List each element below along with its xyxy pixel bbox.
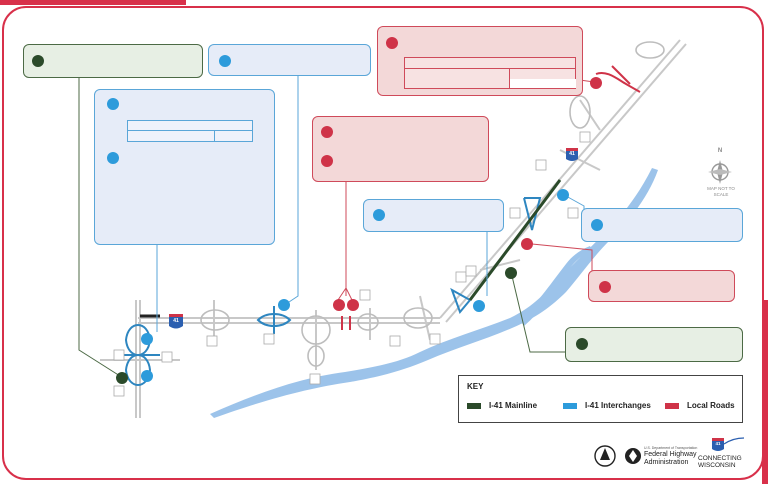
cw-shield-label: 41 <box>715 441 721 446</box>
connecting-wisconsin-shield-icon <box>712 437 745 451</box>
map-frame <box>2 6 764 480</box>
scale-note: MAP NOT TO SCALE <box>707 186 735 197</box>
mainline-marker <box>32 55 44 67</box>
right-accent-bar <box>762 300 768 484</box>
interchange-map-marker[interactable] <box>278 299 290 311</box>
interchange-map-marker[interactable] <box>557 189 569 201</box>
local-road-ticks <box>341 316 351 330</box>
local-road-map-marker[interactable] <box>347 299 359 311</box>
local-road-marker <box>321 126 333 138</box>
i41-mainline-segment <box>468 179 562 301</box>
compass-icon <box>708 160 732 184</box>
callout-interchange-c <box>363 199 504 232</box>
dot-small-text: U.S. Department of Transportation <box>644 446 698 450</box>
route-markers <box>113 131 591 397</box>
callout-mainline-east <box>565 327 743 362</box>
fhwa-line-2: Administration <box>644 459 689 466</box>
callout-mainline-west <box>23 44 203 78</box>
legend-swatch-local-roads <box>665 403 679 409</box>
callout-interchange-a <box>208 44 371 76</box>
info-table <box>404 57 576 89</box>
mainline-map-marker[interactable] <box>116 372 128 384</box>
shield-west-label: 41 <box>173 318 179 324</box>
legend-label-local-roads: Local Roads <box>687 401 735 410</box>
shield-north-label: 41 <box>569 151 575 157</box>
callout-local-north <box>377 26 583 96</box>
fhwa-line-1: Federal Highway <box>644 451 697 458</box>
local-road-marker <box>386 37 398 49</box>
legend: KEY I-41 Mainline I-41 Interchanges Loca… <box>458 375 743 423</box>
interchange-map-marker[interactable] <box>473 300 485 312</box>
interchange-map-marker[interactable] <box>141 333 153 345</box>
legend-label-mainline: I-41 Mainline <box>489 401 538 410</box>
interchange-marker <box>219 55 231 67</box>
cw-line-1: CONNECTING <box>698 455 742 462</box>
callout-interchange-d <box>581 208 743 242</box>
local-road-map-marker[interactable] <box>521 238 533 250</box>
mainline-map-marker[interactable] <box>505 267 517 279</box>
interchange-marker <box>373 209 385 221</box>
interchange-marker <box>107 152 119 164</box>
fhwa-icon <box>625 448 641 464</box>
interchange-marker <box>591 219 603 231</box>
interchange-loops <box>200 41 665 367</box>
legend-swatch-interchanges <box>563 403 577 409</box>
interchange-map-marker[interactable] <box>141 370 153 382</box>
legend-label-interchanges: I-41 Interchanges <box>585 401 651 410</box>
callout-local-central <box>312 116 489 182</box>
interchange-marker <box>107 98 119 110</box>
info-table <box>127 120 253 142</box>
cw-line-2: WISCONSIN <box>698 462 736 469</box>
local-road-map-marker[interactable] <box>333 299 345 311</box>
road-network <box>100 39 687 418</box>
local-road-north <box>595 72 641 93</box>
top-accent-bar <box>0 0 186 5</box>
legend-swatch-mainline <box>467 403 481 409</box>
legend-title: KEY <box>467 382 484 391</box>
callout-interchange-b <box>94 89 275 245</box>
local-road-marker <box>599 281 611 293</box>
mainline-marker <box>576 338 588 350</box>
callout-local-east <box>588 270 735 302</box>
compass-north-label: N <box>717 148 723 154</box>
local-road-north-b <box>611 65 631 85</box>
local-road-map-marker[interactable] <box>590 77 602 89</box>
river-branch <box>520 246 592 326</box>
dot-seal-icon <box>594 445 616 467</box>
shield-north <box>566 148 578 161</box>
shield-west <box>169 314 183 329</box>
local-road-marker <box>321 155 333 167</box>
